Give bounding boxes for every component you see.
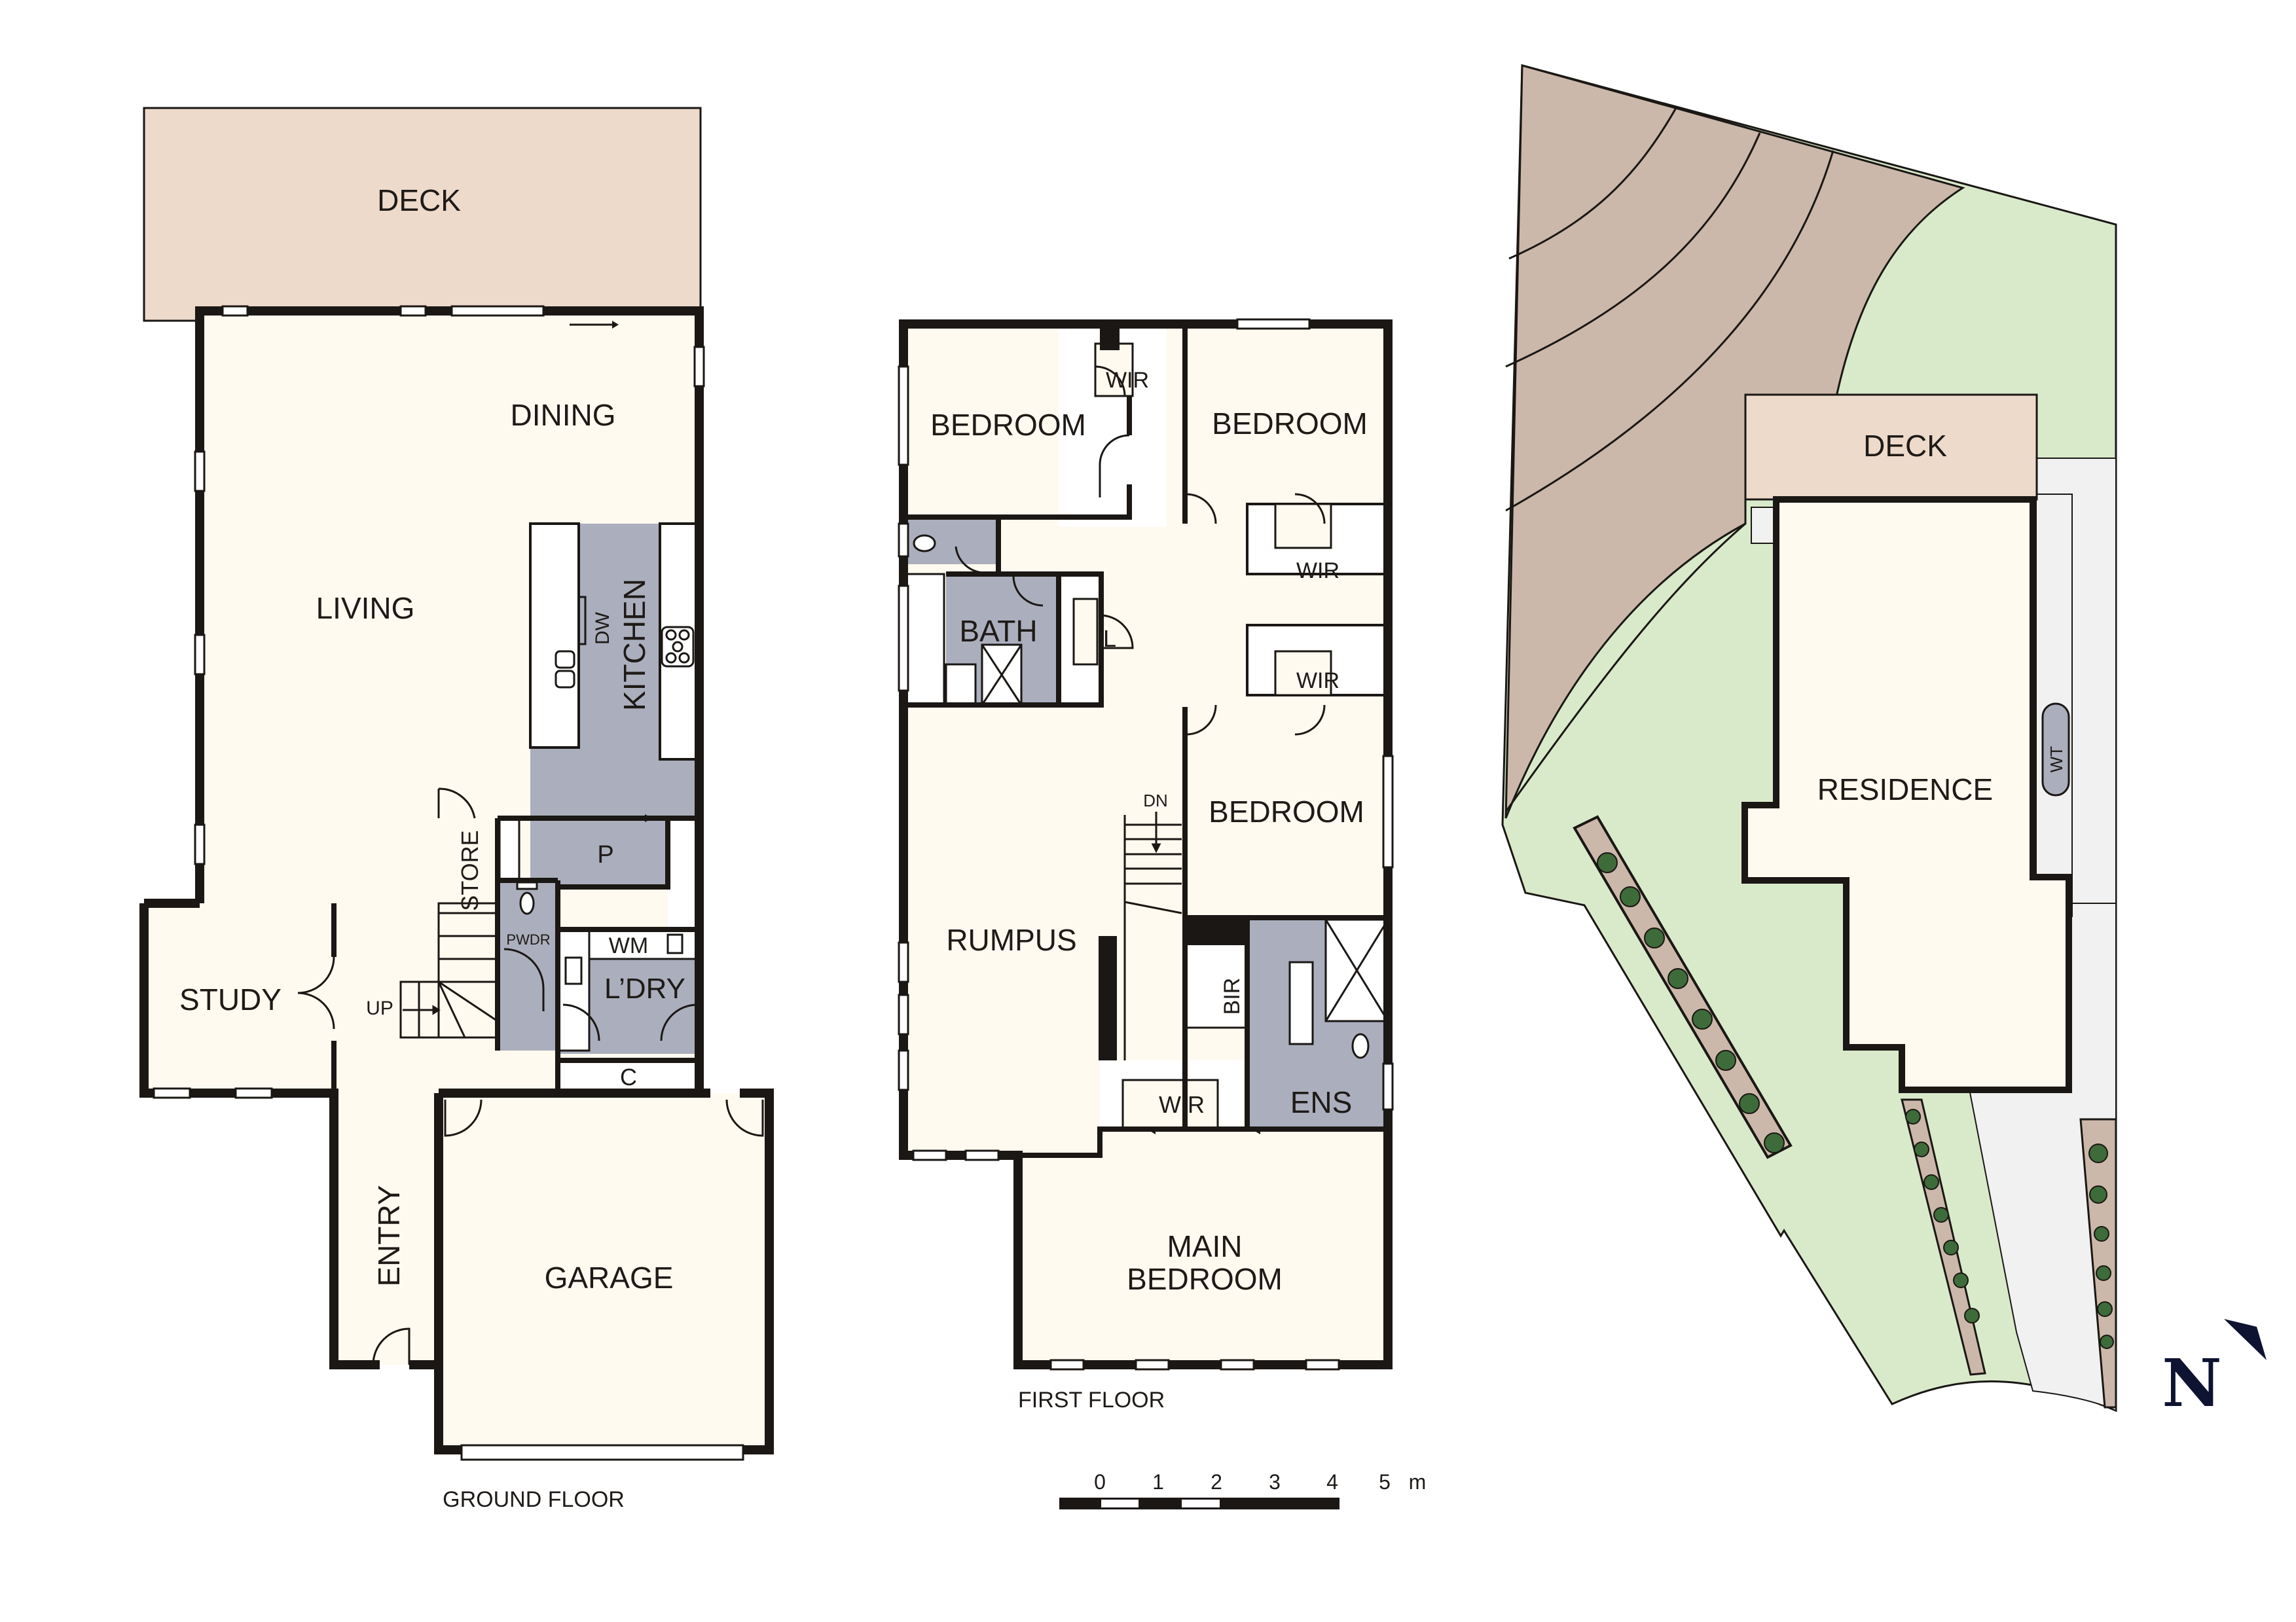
kitchen-island xyxy=(529,522,580,749)
label-water-tank: WT xyxy=(2047,746,2066,773)
first-interior-walls xyxy=(903,324,1388,1158)
label-pantry: P xyxy=(597,841,613,869)
laundry-sink xyxy=(564,956,583,985)
label-residence: RESIDENCE xyxy=(1817,772,1993,806)
label-garage: GARAGE xyxy=(545,1261,674,1295)
label-rumpus: RUMPUS xyxy=(946,923,1076,957)
staircase-ground xyxy=(399,902,499,1039)
label-study: STUDY xyxy=(179,982,282,1017)
toilet-icon-wc xyxy=(913,534,936,552)
label-wir-e1: WIR xyxy=(1296,558,1339,583)
ground-deck xyxy=(143,107,702,322)
label-store: STORE xyxy=(456,830,483,910)
pantry-shelf xyxy=(498,817,520,882)
stair-dark-wall xyxy=(1099,936,1117,1060)
label-wir-main: WIR xyxy=(1159,1091,1205,1118)
scale-bar: 0 1 2 3 4 5 m xyxy=(1059,1470,1426,1509)
label-entry: ENTRY xyxy=(372,1185,406,1286)
label-ensuite: ENS xyxy=(1290,1085,1353,1119)
label-ground-deck: DECK xyxy=(377,183,461,217)
shower-icon xyxy=(981,643,1023,706)
shrub-icons xyxy=(1597,852,2114,1349)
label-dining: DINING xyxy=(511,398,616,432)
ground-floor-plan: DECK DINING LIVING KITCHEN DW P STORE PW… xyxy=(139,107,774,1512)
north-arrow-icon: N xyxy=(2162,1319,2267,1422)
linen-inner xyxy=(1072,598,1099,666)
label-kitchen: KITCHEN xyxy=(617,579,651,711)
ground-door-swings xyxy=(297,787,764,1365)
label-bath: BATH xyxy=(959,614,1037,648)
toilet-icon-ensuite xyxy=(1351,1033,1370,1059)
north-label: N xyxy=(2162,1344,2221,1422)
first-exterior-wall xyxy=(899,319,1393,1369)
label-cupboard: C xyxy=(620,1064,637,1090)
site-plan: DECK RESIDENCE WT xyxy=(1501,64,2117,1413)
label-wir-e2: WIR xyxy=(1296,668,1339,693)
label-laundry: L’DRY xyxy=(604,973,685,1005)
garden-bed-south xyxy=(1901,1098,1986,1376)
scale-tick-2: 2 xyxy=(1211,1470,1222,1494)
label-dw: DW xyxy=(592,611,613,645)
cooktop-icon xyxy=(661,626,695,668)
label-wm: WM xyxy=(609,933,648,958)
scale-tick-3: 3 xyxy=(1269,1470,1281,1494)
water-tank xyxy=(2041,702,2070,797)
wir-nw-inner xyxy=(1094,342,1134,397)
label-bir: BIR xyxy=(1220,978,1245,1015)
scale-tick-1: 1 xyxy=(1152,1470,1164,1494)
side-path-inner xyxy=(2035,494,2073,917)
scale-tick-4: 4 xyxy=(1326,1470,1338,1494)
dishwasher xyxy=(577,596,587,645)
slope-contours xyxy=(1504,107,1834,812)
laundry-tub xyxy=(556,928,591,1052)
first-door-swings xyxy=(955,365,1326,736)
label-linen: L xyxy=(1103,625,1116,652)
ground-interior-walls xyxy=(331,816,699,1093)
site-deck xyxy=(1744,393,2038,501)
label-bedroom-nw: BEDROOM xyxy=(930,408,1086,442)
label-wir-nw: WIR xyxy=(1106,368,1149,393)
label-site-deck: DECK xyxy=(1863,429,1947,463)
ensuite-vanity xyxy=(1288,961,1314,1045)
wir-e1-inner xyxy=(1274,503,1332,549)
bir-dark xyxy=(1185,918,1247,945)
scale-unit: m xyxy=(1409,1470,1427,1494)
scale-tick-5: 5 xyxy=(1379,1470,1391,1494)
pantry-shelf-right xyxy=(668,818,699,946)
staircase-first xyxy=(1123,812,1182,1060)
label-main-bedroom-line1: MAIN xyxy=(1167,1229,1243,1263)
label-bedroom-ne: BEDROOM xyxy=(1212,406,1368,441)
first-windows xyxy=(898,318,1394,1371)
ground-floor-title: GROUND FLOOR xyxy=(443,1487,625,1512)
residence-footprint xyxy=(1741,496,2072,1093)
pantry-floor xyxy=(530,818,668,887)
scale-tick-0: 0 xyxy=(1094,1470,1106,1494)
bath-vanity xyxy=(945,663,977,706)
ground-windows xyxy=(153,305,744,1461)
label-up: UP xyxy=(366,998,393,1019)
wir-main-inner xyxy=(1121,1079,1219,1130)
sink-bowl-2 xyxy=(555,670,575,689)
wir-e2-inner xyxy=(1274,650,1332,696)
ensuite-shower-icon xyxy=(1324,918,1389,1022)
label-dn: DN xyxy=(1143,791,1168,810)
label-bedroom-e: BEDROOM xyxy=(1209,795,1364,829)
label-powder: PWDR xyxy=(506,931,550,948)
first-floor-plan: BEDROOM WIR BEDROOM WIR WIR BATH L BEDRO… xyxy=(898,318,1394,1413)
label-living: LIVING xyxy=(316,591,415,625)
washing-machine-icon xyxy=(666,933,683,954)
first-floor-title: FIRST FLOOR xyxy=(1018,1388,1165,1413)
bathtub xyxy=(903,573,945,706)
sink-bowl-1 xyxy=(555,650,575,669)
label-main-bedroom-line2: BEDROOM xyxy=(1127,1262,1283,1296)
